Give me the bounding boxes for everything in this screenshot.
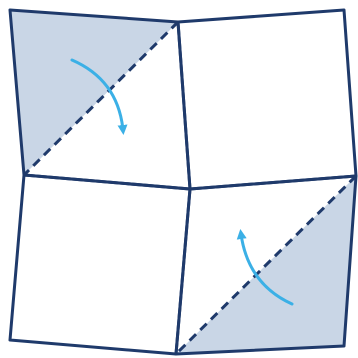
- curved-arrow-icon: [70, 58, 128, 135]
- shaded-triangle-top-left: [10, 10, 178, 175]
- panel-bottom-left: [8, 173, 192, 356]
- panel-top-right: [176, 8, 358, 191]
- curved-arrow-icon: [236, 229, 294, 306]
- fold-line-bottom-right: [174, 174, 358, 356]
- panel-bottom-right: [174, 174, 358, 356]
- fold-line-top-left: [22, 20, 180, 177]
